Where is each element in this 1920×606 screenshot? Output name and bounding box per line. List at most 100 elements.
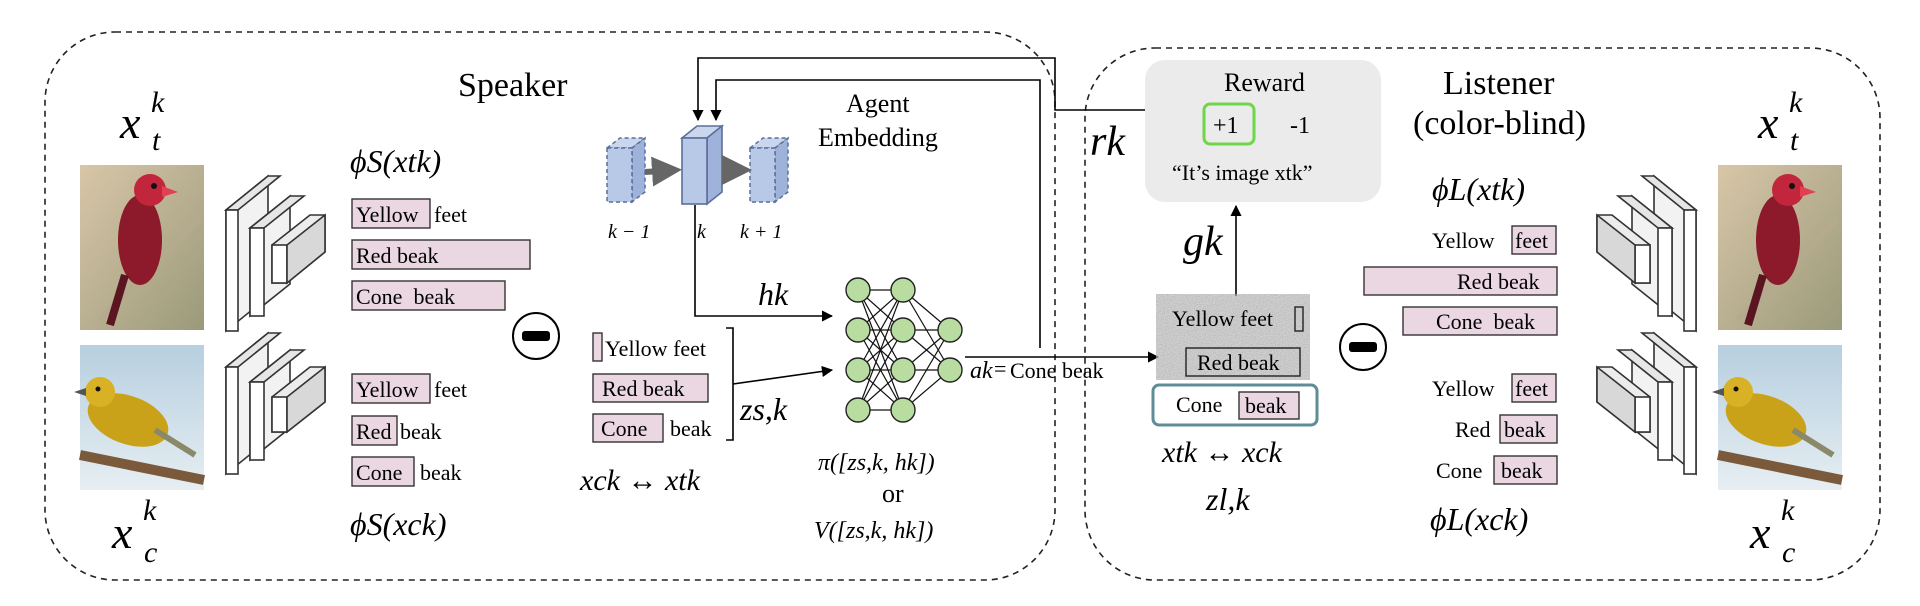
- svg-text:Red beak: Red beak: [602, 376, 684, 401]
- attr-box: [592, 373, 709, 403]
- speaker-feature-list-t: Yellow feet Red beak Cone beak: [351, 198, 531, 311]
- listener-feature-list-c: Yellow feet Red beak Cone beak: [1432, 373, 1558, 485]
- agent-embedding-title-1: Agent: [846, 89, 910, 118]
- svg-text:Cone beak: Cone beak: [356, 284, 455, 309]
- reward-title: Reward: [1224, 68, 1305, 97]
- speaker-cnn-bottom: [223, 331, 326, 476]
- svg-text:t: t: [1790, 124, 1799, 157]
- attr-box: [351, 415, 398, 446]
- svg-text:Yellow feet: Yellow feet: [1172, 306, 1273, 331]
- svg-text:Yellow: Yellow: [1432, 376, 1495, 401]
- listener-region: [1084, 47, 1881, 581]
- speaker-minus-operator: [512, 312, 560, 360]
- speaker-xc-label: x c k: [111, 494, 157, 569]
- svg-text:Yellow: Yellow: [356, 377, 419, 402]
- svg-text:Cone: Cone: [1176, 392, 1222, 417]
- speaker-zs-list: Yellow feet Red beak Cone beak: [592, 327, 734, 443]
- network-node: [890, 357, 916, 383]
- reward-panel: Reward +1 -1 “It’s image xtk”: [1145, 60, 1381, 202]
- svg-text:Red beak: Red beak: [1197, 350, 1279, 375]
- svg-text:beak: beak: [1245, 393, 1287, 418]
- svg-text:Cone: Cone: [356, 460, 402, 485]
- reward-feedback-inner: [710, 79, 1041, 348]
- listener-xc-label: x c k: [1749, 494, 1795, 569]
- zs-arrow: [732, 365, 834, 385]
- policy-v-label: V([zs,k, hk]): [814, 518, 933, 544]
- reward-positive: +1: [1213, 113, 1239, 139]
- message-value: Cone beak: [1010, 358, 1103, 383]
- attr-box: [351, 373, 431, 404]
- embedding-label-current: k: [697, 221, 707, 243]
- network-node: [845, 317, 871, 343]
- embedding-label-next: k + 1: [740, 221, 782, 243]
- svg-text:beak: beak: [670, 416, 712, 441]
- listener-title-1: Listener: [1443, 65, 1555, 102]
- speaker-phi-t: ϕS(xtk): [350, 143, 441, 179]
- speaker-cnn-top: [223, 174, 326, 333]
- svg-text:Red beak: Red beak: [356, 243, 438, 268]
- listener-xt-label: x t k: [1757, 86, 1803, 157]
- listener-cone-beak-box: Cone beak: [1151, 383, 1319, 427]
- svg-text:feet: feet: [1515, 228, 1548, 253]
- listener-red-bird-image: [1718, 165, 1842, 330]
- svg-text:feet: feet: [434, 202, 467, 227]
- reward-positive-box: [1202, 102, 1256, 146]
- svg-text:c: c: [144, 536, 157, 569]
- svg-text:k: k: [1781, 494, 1795, 527]
- network-node: [845, 277, 871, 303]
- svg-text:beak: beak: [400, 419, 442, 444]
- attr-box: [351, 198, 431, 229]
- listener-swap-label: xtk ↔ xck: [1161, 436, 1283, 469]
- policy-or-label: or: [882, 479, 904, 508]
- svg-text:t: t: [152, 124, 161, 157]
- embedding-arrow-1: [644, 156, 682, 187]
- svg-text:Cone: Cone: [1436, 458, 1482, 483]
- reward-r-label: rk: [1090, 119, 1126, 165]
- listener-phi-c: ϕL(xck): [1430, 501, 1528, 537]
- listener-minus-operator: [1339, 323, 1387, 371]
- speaker-red-bird-image: [80, 165, 204, 330]
- svg-text:Cone beak: Cone beak: [1436, 309, 1535, 334]
- svg-text:x: x: [1757, 97, 1779, 148]
- svg-text:k: k: [151, 86, 165, 119]
- network-node: [937, 357, 963, 383]
- svg-text:beak: beak: [420, 460, 462, 485]
- svg-text:feet: feet: [1515, 376, 1548, 401]
- embedding-cube-current: [679, 124, 725, 206]
- attr-box: [592, 413, 664, 443]
- attr-box: [1499, 414, 1558, 444]
- agent-embedding-title-2: Embedding: [818, 123, 938, 152]
- g-label: gk: [1183, 219, 1224, 265]
- policy-pi-label: π([zs,k, hk]): [818, 450, 935, 476]
- reward-feedback-outer: [692, 57, 1150, 122]
- attr-box: [1493, 455, 1558, 485]
- svg-text:k: k: [143, 494, 157, 527]
- svg-text:Cone: Cone: [601, 416, 647, 441]
- attr-box: [1511, 373, 1557, 403]
- embedding-cube-prev: [604, 136, 648, 204]
- svg-text:c: c: [1782, 536, 1795, 569]
- listener-cnn-top: [1596, 174, 1699, 333]
- network-edge: [857, 329, 904, 411]
- reward-negative: -1: [1290, 113, 1310, 139]
- svg-text:x: x: [119, 97, 141, 148]
- speaker-xt-label: x t k: [119, 86, 165, 157]
- speaker-yellow-bird-image: [74, 345, 205, 490]
- attr-box: [1402, 306, 1558, 336]
- speaker-feature-list-c: Yellow feet Red beak Cone beak: [351, 373, 467, 487]
- attr-box: [1511, 225, 1557, 255]
- listener-phi-t: ϕL(xtk): [1432, 171, 1525, 207]
- network-edge: [902, 329, 951, 411]
- policy-network: [845, 277, 963, 423]
- svg-text:x: x: [1749, 507, 1771, 558]
- attr-box: [1363, 266, 1558, 296]
- listener-cnn-bottom: [1596, 331, 1699, 476]
- reward-quote: “It’s image xtk”: [1172, 160, 1313, 185]
- listener-noisy-features: Yellow feet Red beak: [1156, 294, 1310, 380]
- network-edge: [857, 289, 904, 411]
- svg-text:x: x: [111, 507, 133, 558]
- network-node: [845, 357, 871, 383]
- network-node: [937, 317, 963, 343]
